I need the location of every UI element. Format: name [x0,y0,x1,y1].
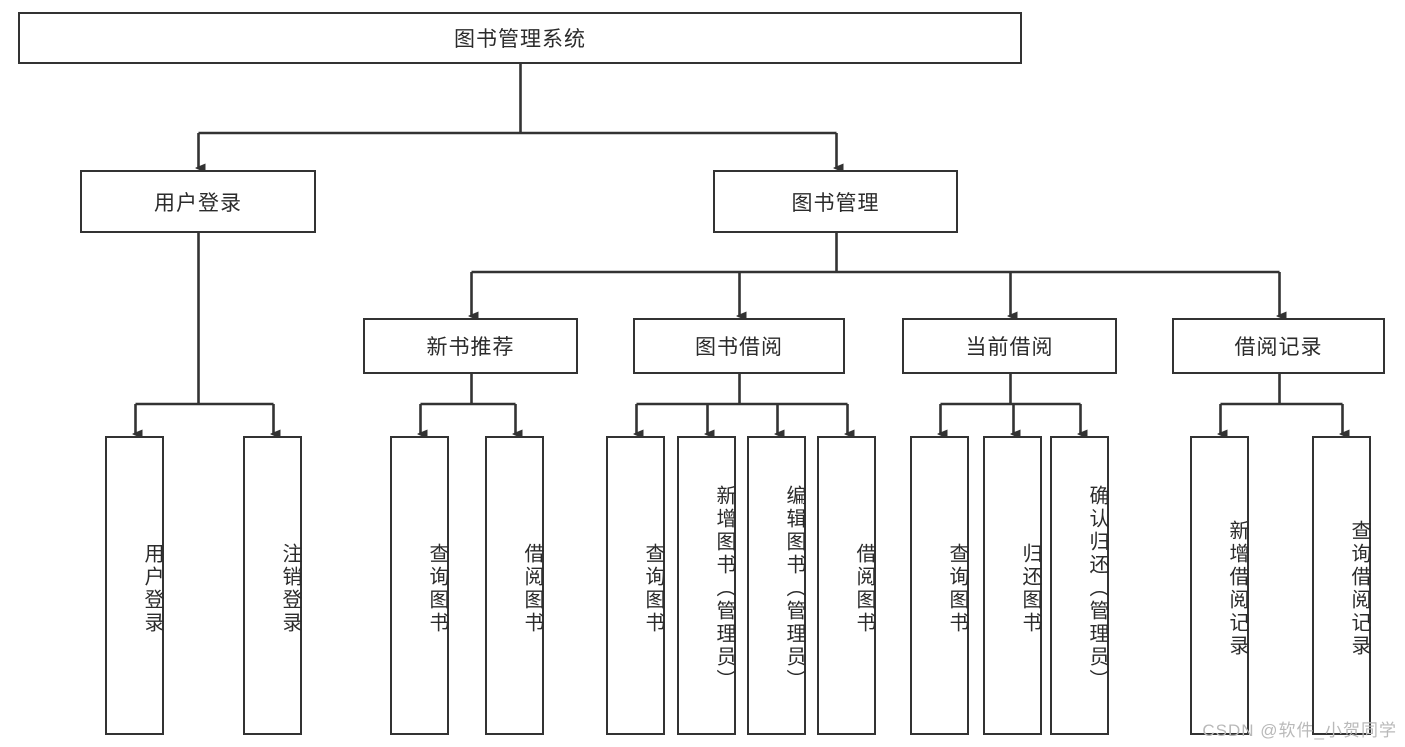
node-leaf2[interactable]: 注销登录 [243,436,302,735]
node-label: 查询图书 [426,542,448,635]
node-leaf3[interactable]: 查询图书 [390,436,449,735]
node-l2d[interactable]: 借阅记录 [1172,318,1385,374]
node-label: 借阅记录 [1234,336,1323,359]
node-leaf6[interactable]: 新增图书（管理员） [677,436,736,735]
node-label: 新书推荐 [426,336,515,359]
node-l1b[interactable]: 图书管理 [713,170,958,233]
watermark: CSDN @软件_小贺同学 [1202,721,1397,740]
node-label: 注销登录 [279,542,301,635]
node-leaf13[interactable]: 查询借阅记录 [1312,436,1371,735]
node-leaf12[interactable]: 新增借阅记录 [1190,436,1249,735]
node-l2a[interactable]: 新书推荐 [363,318,578,374]
node-label: 查询图书 [642,542,664,635]
node-root[interactable]: 图书管理系统 [18,12,1022,64]
node-leaf7[interactable]: 编辑图书（管理员） [747,436,806,735]
node-leaf9[interactable]: 查询图书 [910,436,969,735]
node-label: 用户登录 [154,191,242,215]
node-leaf8[interactable]: 借阅图书 [817,436,876,735]
node-l2b[interactable]: 图书借阅 [633,318,845,374]
node-leaf10[interactable]: 归还图书 [983,436,1042,735]
node-l1a[interactable]: 用户登录 [80,170,316,233]
node-label: 编辑图书（管理员） [783,485,805,692]
node-label: 新增借阅记录 [1226,519,1248,658]
node-l2c[interactable]: 当前借阅 [902,318,1117,374]
node-label: 用户登录 [141,542,163,635]
node-label: 确认归还（管理员） [1086,485,1108,692]
node-label: 新增图书（管理员） [713,485,735,692]
node-leaf11[interactable]: 确认归还（管理员） [1050,436,1109,735]
node-label: 图书管理 [791,191,880,215]
node-label: 归还图书 [1019,542,1041,635]
node-label: 当前借阅 [965,336,1054,359]
node-label: 图书管理系统 [454,28,586,51]
node-label: 图书借阅 [695,336,783,359]
node-leaf4[interactable]: 借阅图书 [485,436,544,735]
node-label: 查询图书 [946,542,968,635]
node-leaf5[interactable]: 查询图书 [606,436,665,735]
node-leaf1[interactable]: 用户登录 [105,436,164,735]
node-label: 借阅图书 [853,542,875,635]
node-label: 查询借阅记录 [1348,519,1370,658]
node-label: 借阅图书 [521,542,543,635]
